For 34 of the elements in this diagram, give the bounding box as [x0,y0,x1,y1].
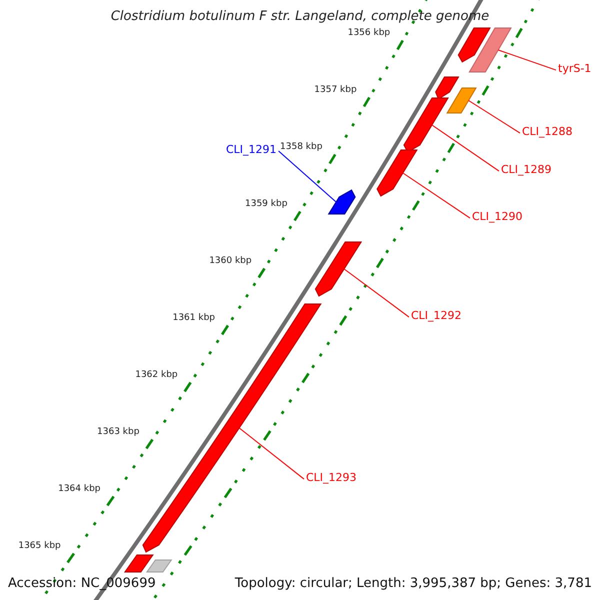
gene-label: CLI_1291 [226,144,277,156]
gene-label: CLI_1293 [306,472,357,484]
gene-label: tyrS-1 [558,63,592,76]
scale-label: 1362 kbp [135,371,178,381]
leader-line [278,150,337,202]
scale-label: 1365 kbp [18,542,61,552]
scale-label: 1359 kbp [245,200,288,210]
scale-label: 1357 kbp [314,86,357,96]
genome-summary-text: Topology: circular; Length: 3,995,387 bp; Genes: 3,781 [234,576,593,592]
scale-label: 1364 kbp [58,485,100,495]
gene-label: CLI_1292 [411,310,462,322]
leader-line [402,172,470,219]
scale-label: 1358 kbp [280,143,322,153]
leader-line [238,428,304,480]
gene-feature [435,76,460,100]
scale-label: 1363 kbp [97,428,140,438]
gene-feature [468,28,512,72]
gene-label: CLI_1290 [472,211,523,224]
gene-label: CLI_1289 [501,164,552,176]
scale-label: 1361 kbp [172,314,215,324]
leader-line [468,100,520,134]
gene-feature [458,28,491,63]
leader-line [498,50,556,71]
gene-label: CLI_1288 [522,126,573,138]
scale-label: 1356 kbp [348,29,390,39]
leader-line [344,268,410,318]
gene-feature [376,150,418,197]
gene-feature [314,242,362,297]
gene-feature [446,88,477,114]
leader-line [431,124,500,172]
gene-feature [124,554,154,572]
gene-feature [146,560,172,572]
scale-label: 1360 kbp [209,257,252,267]
gene-feature [328,189,356,214]
